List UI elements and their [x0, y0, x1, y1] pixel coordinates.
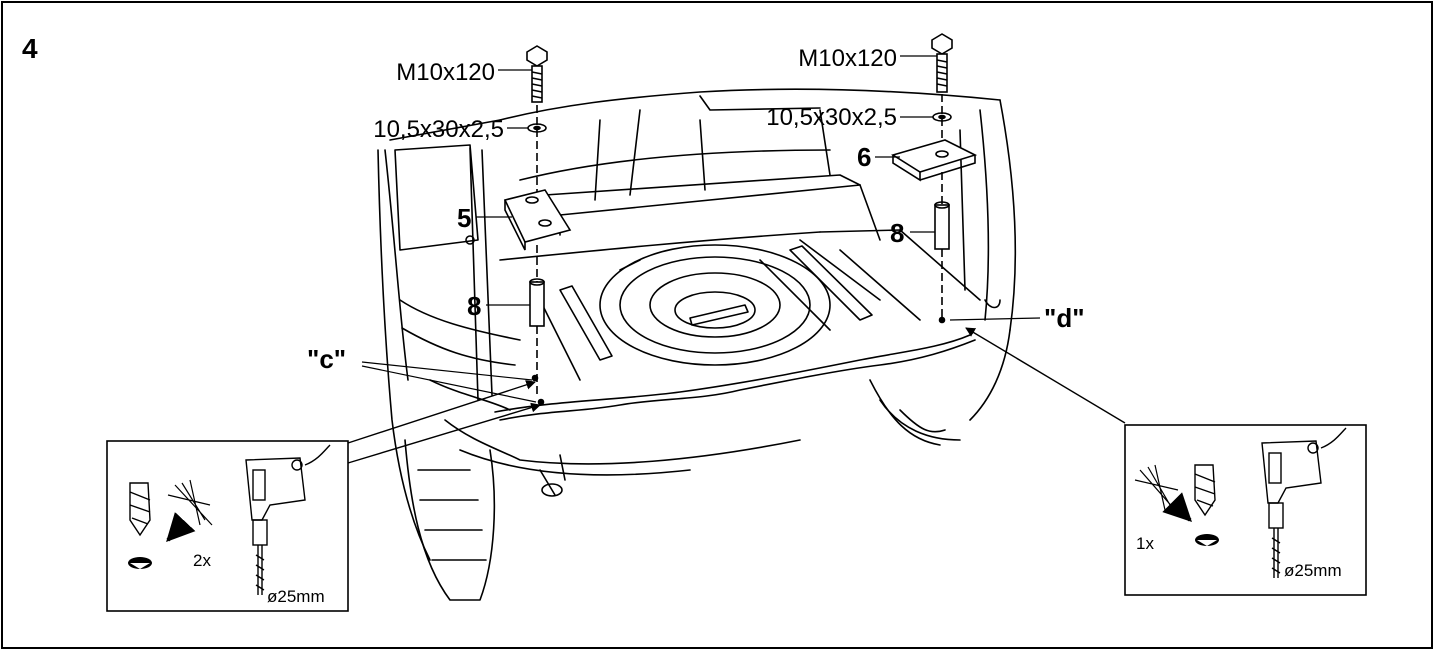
spacer-right-label: 8 — [890, 218, 904, 248]
deburr-tool-icon — [167, 479, 213, 526]
spacer-left-label: 8 — [467, 291, 481, 321]
left-fixing-stack — [503, 45, 572, 406]
plate-right-label: 6 — [857, 142, 871, 172]
inset-left-count: 2x — [193, 551, 211, 570]
deburr-tool-icon — [1134, 464, 1179, 511]
direction-arrow-icon — [1162, 492, 1192, 522]
inset-right-count: 1x — [1136, 534, 1154, 553]
inset-left-drill-size: ø25mm — [267, 587, 325, 606]
drill-bit-icon — [1194, 464, 1216, 517]
leader-lines — [347, 55, 1126, 464]
washer-right-label: 10,5x30x2,5 — [766, 104, 897, 131]
drill-inset-left: 2x ø25mm — [106, 440, 349, 612]
direction-arrow-icon — [166, 512, 196, 543]
plate-left-label: 5 — [457, 203, 471, 233]
bolt-right-label: M10x120 — [798, 45, 897, 72]
vehicle-rear-illustration — [377, 88, 1016, 601]
drill-inset-right: 1x ø25mm — [1124, 424, 1367, 596]
spacer-right — [934, 204, 950, 250]
bolt-right — [931, 33, 953, 55]
power-drill-icon — [1261, 427, 1347, 578]
point-d-label: "d" — [1044, 303, 1085, 333]
bolt-left — [526, 45, 548, 67]
bolt-left-label: M10x120 — [396, 59, 495, 86]
drill-bit-icon — [129, 482, 151, 537]
inset-right-drill-size: ø25mm — [1284, 561, 1342, 580]
countersunk-hole-icon — [128, 557, 152, 569]
right-fixing-stack — [891, 33, 978, 324]
plate-left — [503, 189, 572, 243]
point-c-label: "c" — [307, 344, 346, 374]
power-drill-icon — [245, 444, 331, 595]
washer-left-label: 10,5x30x2,5 — [373, 116, 504, 143]
countersunk-hole-icon — [1195, 534, 1219, 546]
step-number: 4 — [22, 33, 38, 64]
spacer-left — [529, 281, 545, 327]
